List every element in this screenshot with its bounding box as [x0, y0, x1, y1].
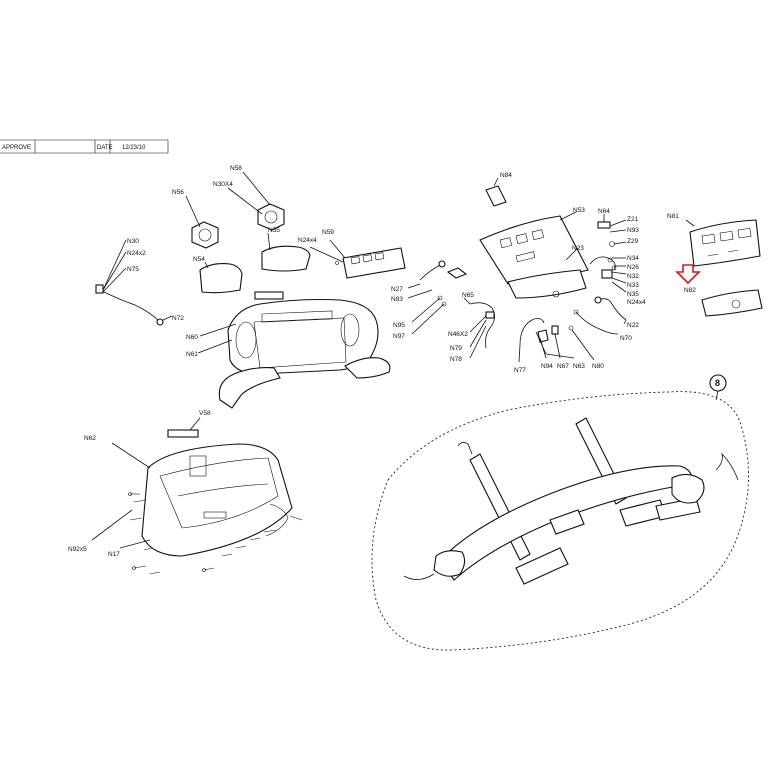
- title-block: APPROVE DATE 12/23/10: [0, 139, 169, 154]
- small-plate: [254, 291, 284, 300]
- label-n65: N65: [462, 292, 474, 299]
- label-n61: N61: [186, 351, 198, 358]
- label-n54: N54: [193, 256, 205, 263]
- approve-label: APPROVE: [2, 145, 31, 151]
- label-n53: N53: [573, 207, 585, 214]
- label-n22: N22: [627, 322, 639, 329]
- label-n30: N30: [127, 238, 139, 245]
- label-n75: N75: [127, 266, 139, 273]
- label-n23: N23: [572, 245, 584, 252]
- fan-n58: [227, 171, 285, 231]
- panel-n59: [309, 239, 406, 279]
- part-n63: [535, 331, 575, 359]
- label-n62: N62: [84, 435, 96, 442]
- label-n56: N56: [172, 189, 184, 196]
- cover-n55: [261, 232, 311, 272]
- label-n83: N83: [391, 296, 403, 303]
- cover-n82: [701, 289, 763, 317]
- plate-n84: [485, 185, 507, 207]
- label-n59: N59: [322, 229, 334, 236]
- panel-n81: [685, 219, 761, 267]
- label-n33: N33: [627, 282, 639, 289]
- label-n72: N72: [172, 315, 184, 322]
- label-n58: N58: [230, 165, 242, 172]
- label-v58: V58: [199, 410, 211, 417]
- label-n67: N67: [557, 363, 569, 370]
- label-n26: N26: [627, 264, 639, 271]
- label-n78: N78: [450, 356, 462, 363]
- label-n97: N97: [393, 333, 405, 340]
- console-frame: [197, 291, 391, 409]
- console-top-n53: [479, 177, 589, 299]
- date-label: DATE: [97, 145, 113, 151]
- clip-n67: [551, 325, 561, 359]
- label-n92x5: N92x5: [68, 546, 87, 553]
- cover-n54: [199, 261, 243, 294]
- cable-assembly: [95, 239, 173, 326]
- part-labels: N30 N24x2 N75 N72 N56 N30X4 N58 N55 N54 …: [68, 165, 720, 558]
- down-arrow-icon: [675, 264, 701, 285]
- label-n24x4a: N24x4: [298, 237, 317, 244]
- label-n30x4: N30X4: [213, 181, 233, 188]
- label-n24x4b: N24x4: [627, 299, 646, 306]
- label-z29: Z29: [627, 238, 639, 245]
- label-v58: [167, 429, 199, 438]
- label-z21: Z21: [627, 216, 639, 223]
- label-n79: N79: [450, 345, 462, 352]
- motor-cover-n62: [91, 417, 303, 575]
- screw-n80: [568, 325, 595, 361]
- label-n46x2: N46X2: [448, 331, 468, 338]
- cable-n77: [518, 318, 545, 363]
- label-n93: N93: [627, 227, 639, 234]
- label-n95: N95: [393, 322, 405, 329]
- label-n94: N94: [541, 363, 553, 370]
- label-n84: N84: [500, 172, 512, 179]
- label-n80: N80: [592, 363, 604, 370]
- right-hardware: [573, 214, 627, 335]
- label-n32: N32: [627, 273, 639, 280]
- label-n55: N55: [268, 227, 280, 234]
- fan-n56: [185, 195, 219, 249]
- date-value: 12/23/10: [122, 145, 146, 151]
- label-n60: N60: [186, 334, 198, 341]
- label-n27: N27: [391, 286, 403, 293]
- label-n77: N77: [514, 367, 526, 374]
- label-n17: N17: [108, 551, 120, 558]
- label-n81: N81: [667, 213, 679, 220]
- label-n24x2: N24x2: [127, 250, 146, 257]
- label-n63: N63: [573, 363, 585, 370]
- label-n82: N82: [684, 287, 696, 294]
- label-n70: N70: [620, 335, 632, 342]
- wiring-n65: [463, 297, 495, 359]
- callout-number: 8: [715, 378, 720, 388]
- hardware-cluster: [407, 260, 468, 335]
- label-n35: N35: [627, 291, 639, 298]
- label-n64: N64: [598, 208, 610, 215]
- callout-group-8: [371, 374, 749, 651]
- label-n34: N34: [627, 255, 639, 262]
- clip-n64: [597, 221, 611, 229]
